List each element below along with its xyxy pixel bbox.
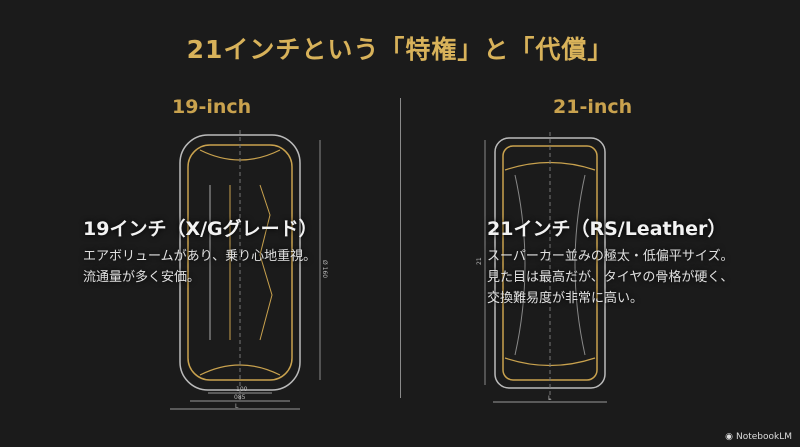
notebooklm-logo-icon: ◉ xyxy=(725,432,733,442)
divider xyxy=(400,98,401,398)
heading-21: 21インチ（RS/Leather） xyxy=(487,218,727,240)
desc-line: 流通量が多く安価。 xyxy=(83,270,201,285)
tire-21-diagram: 21 L xyxy=(476,132,607,403)
desc-21: スーパーカー並みの極太・低偏平サイズ。 見た目は最高だが、タイヤの骨格が硬く、 … xyxy=(487,246,733,309)
desc-line: エアボリュームがあり、乗り心地重視。 xyxy=(83,249,317,264)
desc-line: 交換難易度が非常に高い。 xyxy=(487,291,644,306)
slide-title: 21インチという「特権」と「代償」 xyxy=(186,35,614,64)
desc-19: エアボリュームがあり、乗り心地重視。 流通量が多く安価。 xyxy=(83,246,316,288)
desc-line: 見た目は最高だが、タイヤの骨格が硬く、 xyxy=(487,270,734,285)
dim-overall: L xyxy=(548,395,552,402)
size-label-19: 19-inch xyxy=(172,96,252,118)
dim-outer: 085 xyxy=(234,394,246,401)
notebooklm-watermark: ◉ NotebookLM xyxy=(725,432,792,442)
dim-height: Ø 160 xyxy=(321,260,328,278)
desc-line: スーパーカー並みの極太・低偏平サイズ。 xyxy=(487,249,734,264)
dim-overall: L xyxy=(235,403,239,410)
tire-19-diagram: Ø 160 100 085 L xyxy=(170,130,328,410)
brand-label: NotebookLM xyxy=(735,432,792,442)
dim-inner: 100 xyxy=(236,386,248,393)
size-label-21: 21-inch xyxy=(553,96,633,118)
dim-height: 21 xyxy=(476,257,483,265)
heading-19: 19インチ（X/Gグレード） xyxy=(83,218,318,240)
